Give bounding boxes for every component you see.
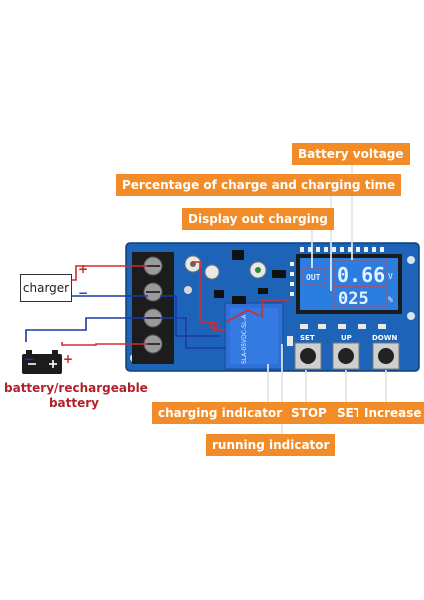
terminal-screws <box>143 256 163 354</box>
label-running-indicator: running indicator <box>206 434 336 456</box>
relay-print: SLA-05VDC-SL-A <box>241 314 248 364</box>
lcd-percent-box <box>333 286 387 308</box>
label-percentage-charge-time: Percentage of charge and charging time <box>116 174 402 196</box>
lcd-out-text: OUT <box>306 273 321 282</box>
wiring-lines <box>25 261 290 349</box>
leds <box>287 324 386 346</box>
lcd-voltage-unit: V <box>388 272 393 281</box>
label-charging-indicator: charging indicator <box>152 402 289 424</box>
label-display-out-charging: Display out charging <box>182 208 334 230</box>
mount-hole <box>407 312 415 320</box>
lcd-voltage-box <box>333 259 387 287</box>
silk-set-label: SET <box>300 334 315 342</box>
ic-chips <box>184 250 286 304</box>
button-down[interactable] <box>372 342 400 370</box>
button-set[interactable] <box>294 342 322 370</box>
battery-icon <box>22 350 62 374</box>
side-pins <box>290 262 294 296</box>
silk-down-label: DOWN <box>372 334 398 342</box>
battery-label: battery/rechargeable battery <box>4 381 148 410</box>
lcd-percent-unit: % <box>388 295 393 304</box>
charger-plus-sign: + <box>78 262 89 276</box>
battery-minus-sign: − <box>24 352 35 366</box>
button-up[interactable] <box>332 342 360 370</box>
silk-up-label: UP <box>341 334 352 342</box>
label-battery-voltage: Battery voltage <box>292 143 410 165</box>
lcd-voltage-value: 0.66 <box>337 263 385 287</box>
pin-header <box>300 247 384 252</box>
charger-minus-sign: − <box>78 286 89 300</box>
lcd-out-box <box>302 267 326 285</box>
battery-plus-sign: + <box>63 352 74 366</box>
capacitors <box>184 255 267 280</box>
charger-box: charger <box>20 274 72 302</box>
label-stop: STOP <box>285 402 333 424</box>
label-increase: Increase <box>358 402 424 424</box>
mount-hole <box>407 256 415 264</box>
lcd-percent-value: 025 <box>338 289 369 309</box>
